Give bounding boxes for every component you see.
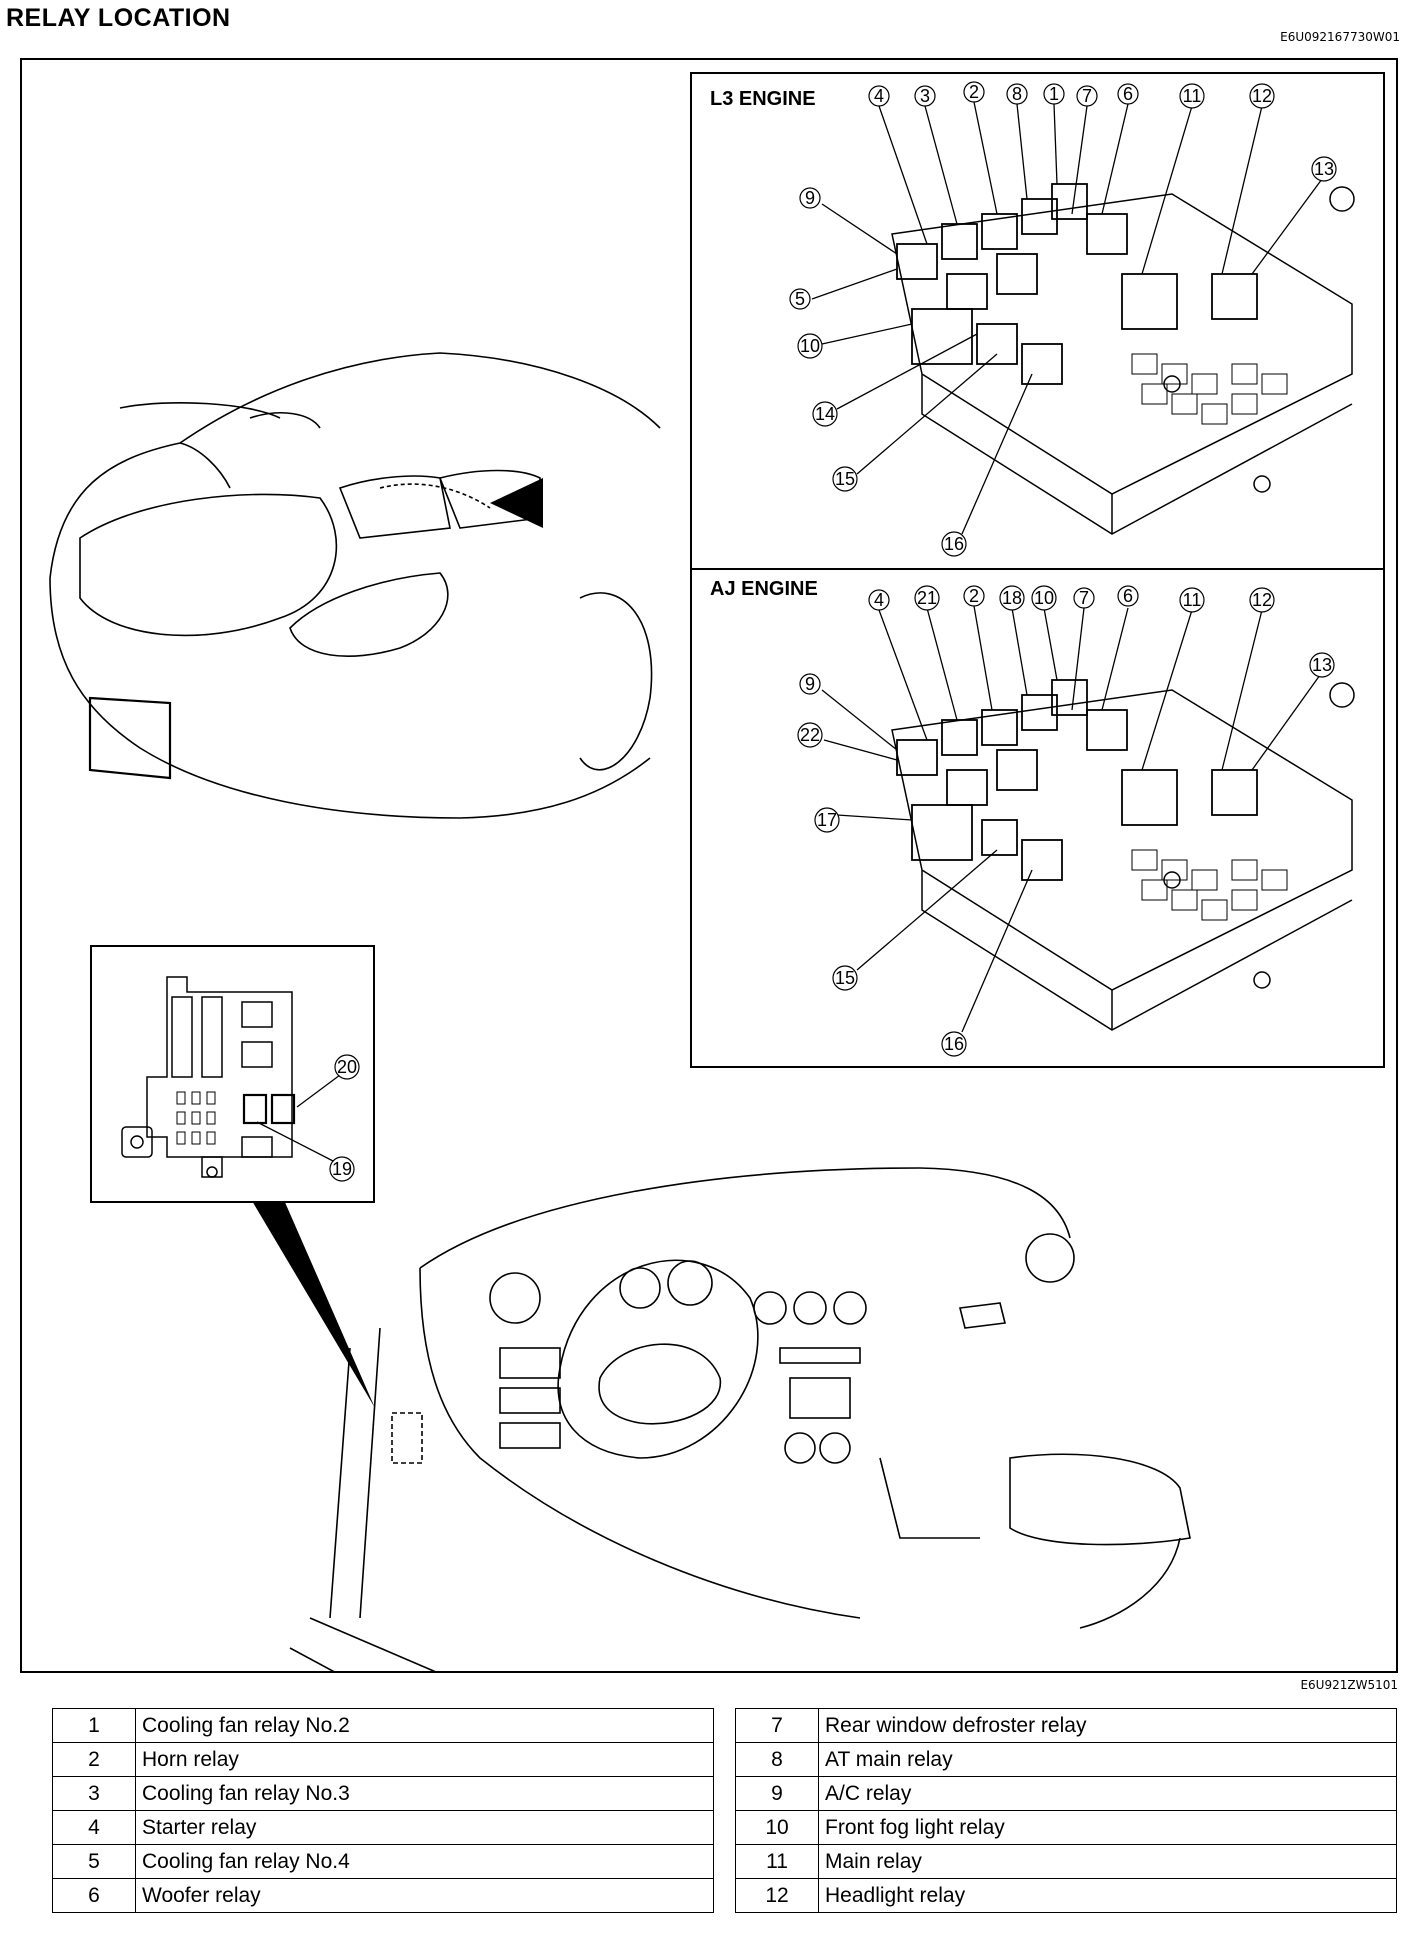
interior-callout-19: 19 <box>332 1159 352 1179</box>
legend-relay-name: Horn relay <box>135 1742 714 1777</box>
legend-number: 8 <box>735 1742 819 1777</box>
interior-callout-20: 20 <box>337 1057 357 1077</box>
aj-callout-10: 10 <box>1034 588 1054 608</box>
l3-callout-3: 3 <box>920 86 930 106</box>
legend-relay-name: Cooling fan relay No.4 <box>135 1844 714 1879</box>
aj-callout-6: 6 <box>1123 586 1133 606</box>
l3-callout-14: 14 <box>815 404 835 424</box>
l3-callout-12: 12 <box>1252 86 1272 106</box>
legend-number: 1 <box>52 1708 136 1743</box>
legend-number: 6 <box>52 1878 136 1913</box>
legend-relay-name: AT main relay <box>818 1742 1397 1777</box>
aj-callout-9: 9 <box>805 674 815 694</box>
l3-engine-title: L3 ENGINE <box>710 88 816 110</box>
l3-callout-6: 6 <box>1123 84 1133 104</box>
l3-callout-9: 9 <box>805 188 815 208</box>
legend-number: 3 <box>52 1776 136 1811</box>
l3-callout-2: 2 <box>969 82 979 102</box>
l3-engine-inset: L3 ENGINE <box>690 72 1385 570</box>
legend-relay-name: Rear window defroster relay <box>818 1708 1397 1743</box>
l3-callout-13: 13 <box>1314 159 1334 179</box>
l3-callout-4: 4 <box>874 86 884 106</box>
aj-callout-21: 21 <box>917 588 937 608</box>
legend-relay-name: A/C relay <box>818 1776 1397 1811</box>
aj-callout-17: 17 <box>817 810 837 830</box>
aj-callout-13: 13 <box>1312 655 1332 675</box>
aj-callout-16: 16 <box>944 1034 964 1054</box>
l3-callout-8: 8 <box>1012 84 1022 104</box>
interior-fuse-box-drawing: 20 19 <box>121 976 360 1182</box>
leader-wedge-engine-bay <box>490 478 543 528</box>
legend-number: 9 <box>735 1776 819 1811</box>
aj-engine-inset: AJ ENGINE <box>690 568 1385 1068</box>
aj-callout-12: 12 <box>1252 590 1272 610</box>
aj-callout-18: 18 <box>1002 588 1022 608</box>
l3-callout-16: 16 <box>944 534 964 554</box>
l3-relay-block-drawing: 4 3 2 8 1 7 6 11 12 13 9 5 10 1 <box>789 81 1355 557</box>
l3-callout-1: 1 <box>1049 84 1059 104</box>
l3-callout-5: 5 <box>795 289 805 309</box>
aj-engine-title: AJ ENGINE <box>710 578 818 600</box>
dashboard-drawing <box>289 1167 1191 1673</box>
legend-number: 4 <box>52 1810 136 1845</box>
legend-relay-name: Starter relay <box>135 1810 714 1845</box>
legend-number: 12 <box>735 1878 819 1913</box>
legend-number: 2 <box>52 1742 136 1777</box>
aj-relay-block-drawing: 4 21 2 18 10 7 6 11 12 13 9 22 17 <box>797 585 1355 1057</box>
legend-relay-name: Headlight relay <box>818 1878 1397 1913</box>
l3-callout-11: 11 <box>1183 86 1202 106</box>
figure-id: E6U921ZW5101 <box>1300 1678 1398 1692</box>
legend-number: 7 <box>735 1708 819 1743</box>
aj-callout-15: 15 <box>835 968 855 988</box>
legend-number: 5 <box>52 1844 136 1879</box>
l3-callout-7: 7 <box>1082 86 1092 106</box>
aj-callout-11: 11 <box>1183 590 1202 610</box>
document-id: E6U092167730W01 <box>1280 30 1400 44</box>
l3-callout-15: 15 <box>835 469 855 489</box>
page-title: RELAY LOCATION <box>6 4 231 32</box>
car-exterior-drawing <box>49 352 661 819</box>
l3-callout-10: 10 <box>800 336 820 356</box>
aj-callout-4: 4 <box>874 590 884 610</box>
legend-relay-name: Cooling fan relay No.2 <box>135 1708 714 1743</box>
diagram-frame <box>20 58 1398 1673</box>
interior-fuse-box-inset: 20 19 <box>90 945 375 1203</box>
legend-relay-name: Woofer relay <box>135 1878 714 1913</box>
legend-number: 10 <box>735 1810 819 1845</box>
aj-callout-7: 7 <box>1079 588 1089 608</box>
aj-callout-22: 22 <box>800 725 820 745</box>
legend-number: 11 <box>735 1844 819 1879</box>
legend-relay-name: Main relay <box>818 1844 1397 1879</box>
aj-callout-2: 2 <box>969 586 979 606</box>
legend-relay-name: Front fog light relay <box>818 1810 1397 1845</box>
legend-relay-name: Cooling fan relay No.3 <box>135 1776 714 1811</box>
